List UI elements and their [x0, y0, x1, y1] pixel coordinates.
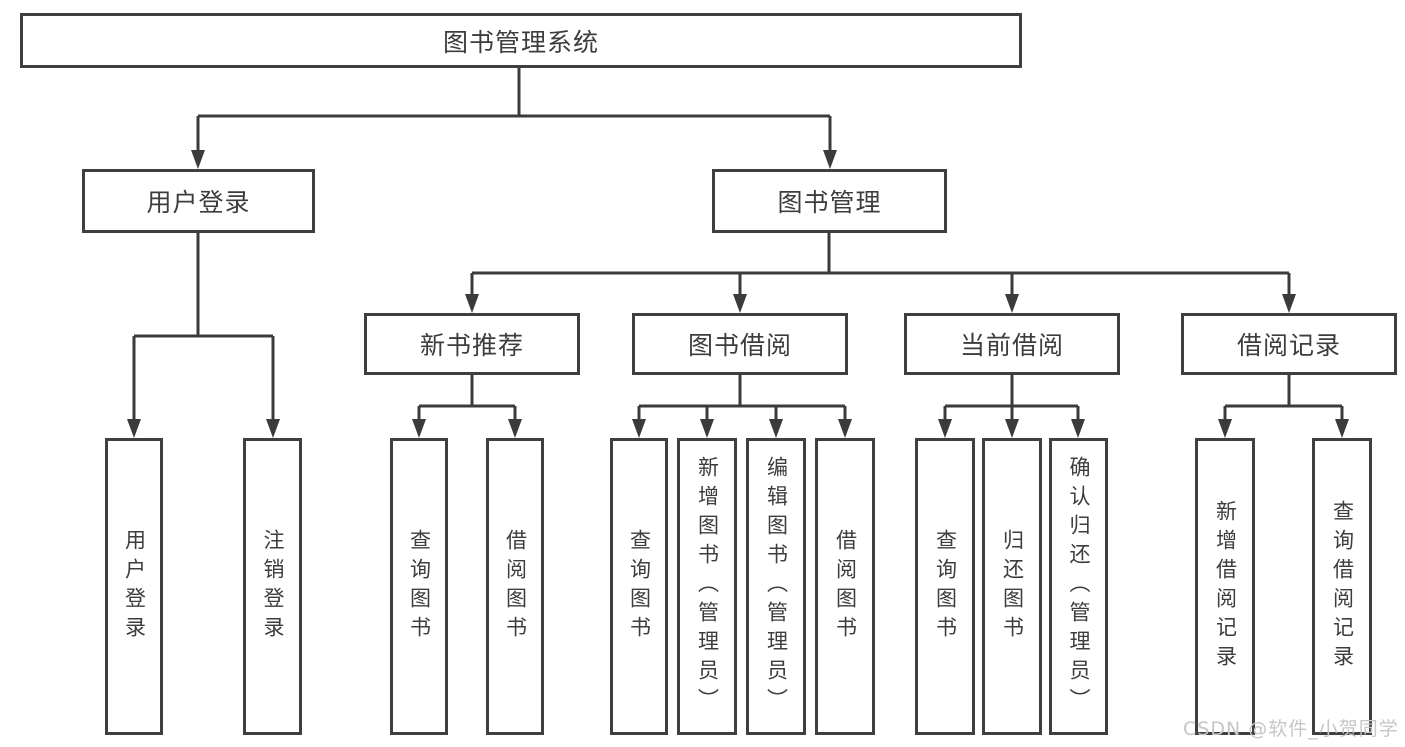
leaf-query-borrow-record: 查询借阅记录 — [1312, 438, 1372, 735]
leaf-label: 注销登录 — [261, 528, 285, 645]
node-label: 图书借阅 — [687, 331, 792, 360]
connector-lines — [132, 68, 1344, 422]
node-label: 图书管理系统 — [442, 27, 599, 57]
leaf-label: 查询借阅记录 — [1330, 499, 1355, 674]
node-book-borrowing: 图书借阅 — [632, 313, 848, 375]
leaf-label: 借阅图书 — [833, 528, 858, 645]
node-current-borrowing: 当前借阅 — [904, 313, 1120, 375]
leaf-label: 编辑图书（管理员） — [764, 456, 789, 717]
leaf-borrow-books-borrowing: 借阅图书 — [815, 438, 875, 735]
leaf-edit-book-admin: 编辑图书（管理员） — [746, 438, 806, 735]
leaf-add-borrow-record: 新增借阅记录 — [1195, 438, 1255, 735]
node-new-book-recommendation: 新书推荐 — [364, 313, 580, 375]
node-user-login: 用户登录 — [82, 169, 315, 233]
leaf-logout: 注销登录 — [243, 438, 302, 735]
leaf-return-book: 归还图书 — [982, 438, 1042, 735]
leaf-query-books-recommend: 查询图书 — [390, 438, 448, 735]
leaf-borrow-books-recommend: 借阅图书 — [486, 438, 544, 735]
arrowhead-icons — [127, 150, 1349, 438]
leaf-label: 新增图书（管理员） — [695, 456, 720, 717]
leaf-query-books-borrowing: 查询图书 — [610, 438, 668, 735]
node-label: 新书推荐 — [419, 331, 524, 360]
node-label: 当前借阅 — [959, 331, 1064, 360]
leaf-label: 查询图书 — [933, 528, 958, 645]
leaf-confirm-return-admin: 确认归还（管理员） — [1049, 438, 1108, 735]
leaf-query-books-current: 查询图书 — [915, 438, 975, 735]
node-label: 用户登录 — [146, 188, 251, 217]
node-label: 图书管理 — [777, 188, 882, 217]
node-book-management: 图书管理 — [712, 169, 947, 233]
leaf-label: 新增借阅记录 — [1213, 499, 1238, 674]
node-label: 借阅记录 — [1236, 331, 1341, 360]
leaf-label: 查询图书 — [627, 528, 652, 645]
node-borrowing-records: 借阅记录 — [1181, 313, 1397, 375]
node-root-library-system: 图书管理系统 — [20, 13, 1022, 68]
leaf-label: 借阅图书 — [503, 528, 528, 645]
leaf-user-login: 用户登录 — [105, 438, 163, 735]
leaf-label: 确认归还（管理员） — [1067, 456, 1091, 717]
leaf-label: 归还图书 — [1000, 528, 1025, 645]
leaf-add-book-admin: 新增图书（管理员） — [677, 438, 737, 735]
csdn-watermark: CSDN @软件_小贺同学 — [1183, 718, 1399, 740]
leaf-label: 用户登录 — [122, 528, 147, 645]
leaf-label: 查询图书 — [407, 528, 432, 645]
